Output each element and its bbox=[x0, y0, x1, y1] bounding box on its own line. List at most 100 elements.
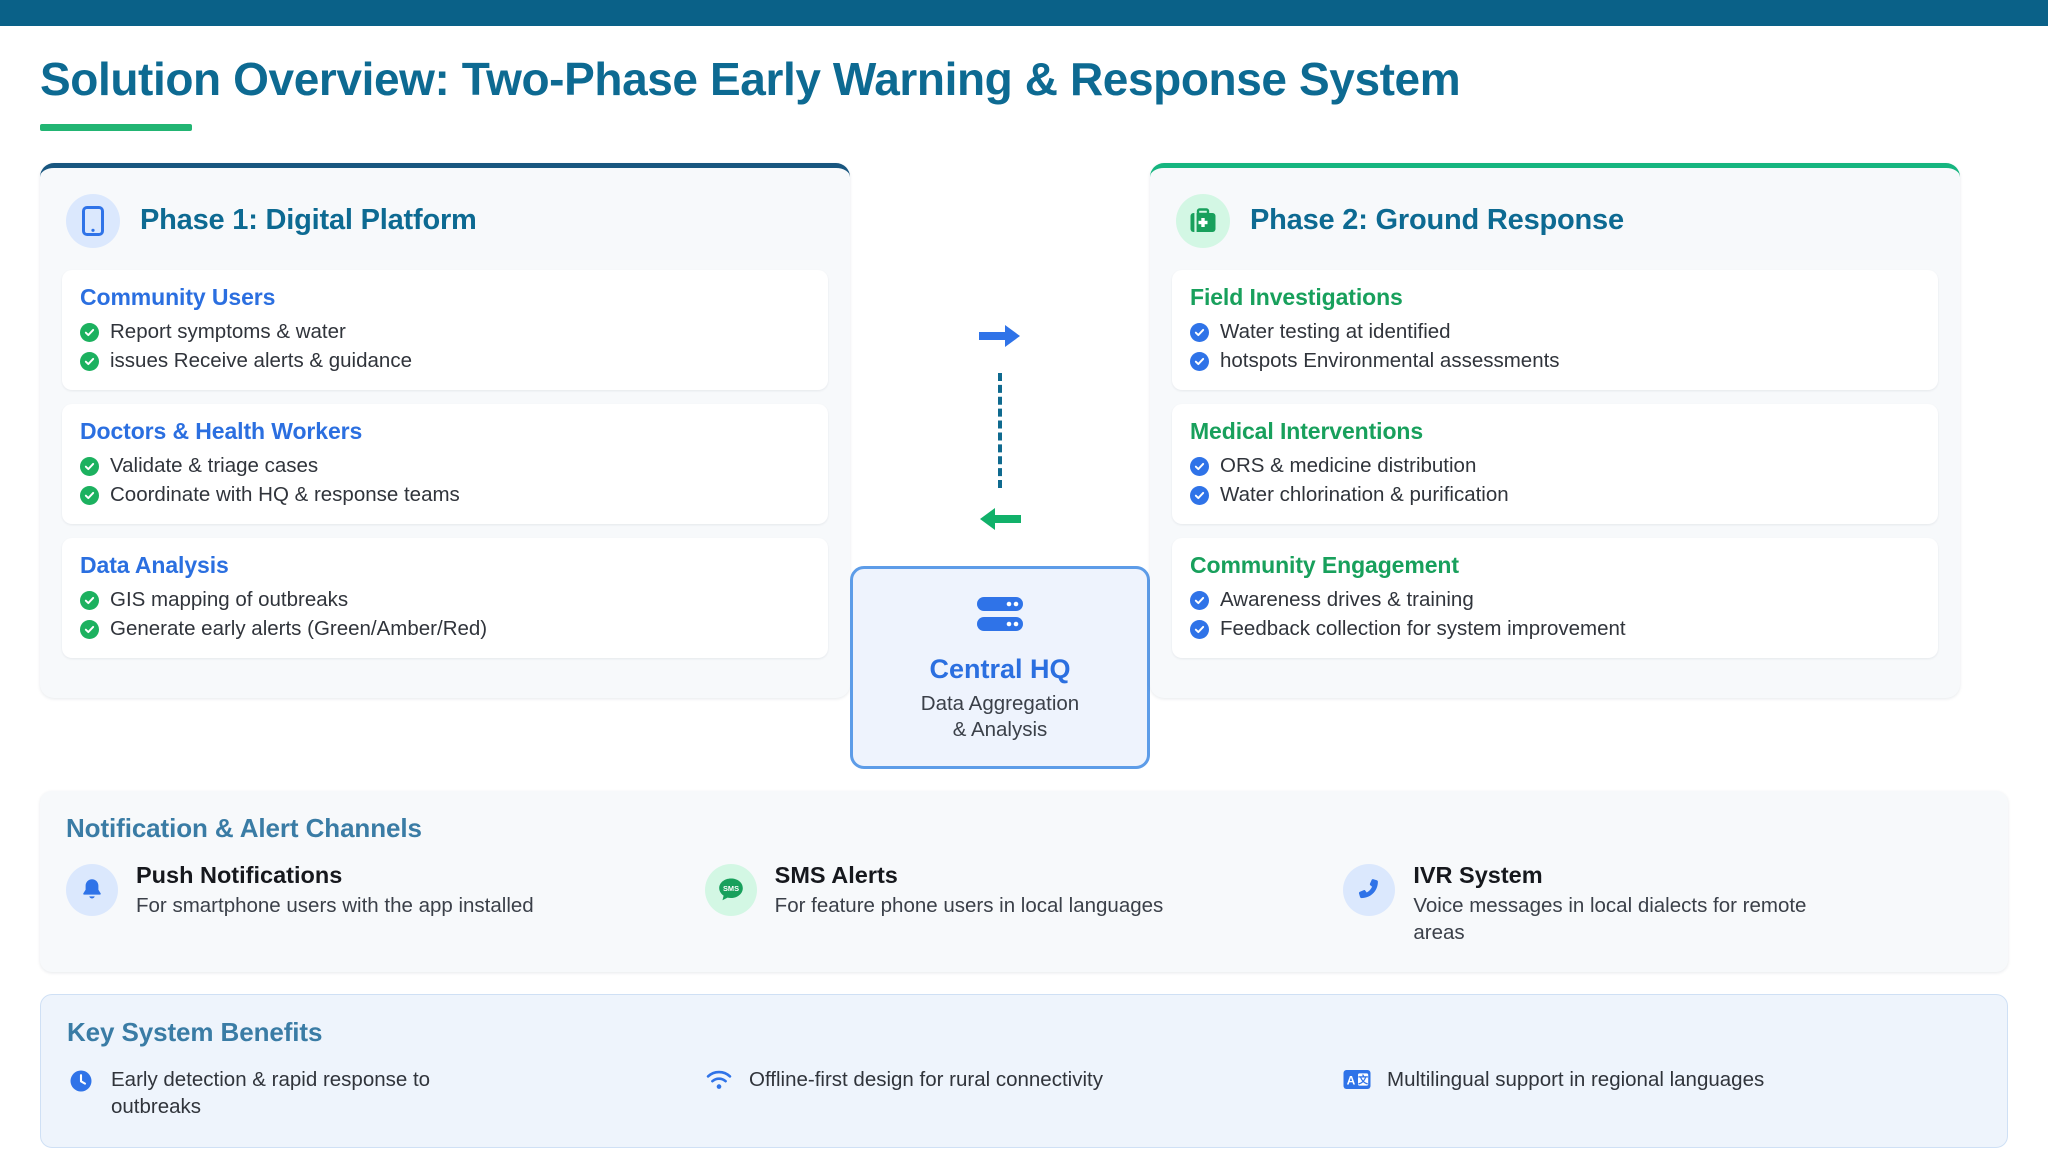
wifi-icon bbox=[705, 1069, 733, 1091]
check-circle-icon bbox=[80, 590, 99, 610]
group-bullet-list: Validate & triage cases Coordinate with … bbox=[80, 452, 810, 509]
list-item: Coordinate with HQ & response teams bbox=[80, 481, 560, 508]
check-circle-icon bbox=[80, 351, 99, 371]
check-circle-icon bbox=[1190, 456, 1209, 476]
group-bullet-list: Report symptoms & water issues Receive a… bbox=[80, 318, 810, 375]
page-title: Solution Overview: Two-Phase Early Warni… bbox=[40, 53, 1461, 105]
check-circle-icon bbox=[1190, 322, 1209, 342]
benefit-multilingual-support: A 文 Multilingual support in regional lan… bbox=[1343, 1066, 1981, 1121]
channel-description: Voice messages in local dialects for rem… bbox=[1413, 893, 1807, 944]
phone-handset-icon bbox=[1343, 863, 1396, 916]
group-bullet-list: Water testing at identified hotspots Env… bbox=[1190, 318, 1920, 375]
list-item: ORS & medicine distribution bbox=[1190, 452, 1670, 479]
key-system-benefits-panel: Key System Benefits Early detection & ra… bbox=[40, 993, 2008, 1148]
benefit-offline-first: Offline-first design for rural connectiv… bbox=[705, 1066, 1343, 1121]
phase-1-title: Phase 1: Digital Platform bbox=[140, 204, 477, 237]
central-hq-subtitle-line-1: Data Aggregation bbox=[920, 691, 1080, 715]
svg-text:A: A bbox=[1347, 1073, 1356, 1087]
channel-text-block: IVR System Voice messages in local diale… bbox=[1413, 862, 1833, 946]
check-circle-icon bbox=[1190, 590, 1209, 610]
center-flow-column: Central HQ Data Aggregation & Analysis bbox=[850, 163, 1150, 769]
mobile-phone-icon bbox=[66, 193, 120, 248]
arrow-right-icon bbox=[979, 323, 1021, 349]
list-item-text: Water chlorination & purification bbox=[1220, 482, 1509, 506]
sms-bubble-icon: SMS bbox=[704, 863, 757, 916]
list-item-text: Generate early alerts (Green/Amber/Red) bbox=[110, 616, 488, 640]
check-circle-icon bbox=[80, 322, 99, 342]
list-item-text: issues Receive alerts & guidance bbox=[110, 348, 412, 372]
notification-channels-panel: Notification & Alert Channels Push Notif… bbox=[40, 790, 2008, 972]
benefit-text: Multilingual support in regional languag… bbox=[1387, 1067, 1765, 1091]
phase-2-title: Phase 2: Ground Response bbox=[1250, 204, 1624, 237]
list-item-text: Feedback collection for system improveme… bbox=[1220, 616, 1626, 640]
page-header: Solution Overview: Two-Phase Early Warni… bbox=[40, 26, 2008, 131]
phase-2-header: Phase 2: Ground Response bbox=[1150, 168, 1960, 270]
channel-name: IVR System bbox=[1413, 861, 1543, 888]
list-item: Validate & triage cases bbox=[80, 452, 560, 479]
list-item-text: Coordinate with HQ & response teams bbox=[110, 482, 460, 506]
clock-icon bbox=[67, 1069, 95, 1093]
list-item: GIS mapping of outbreaks bbox=[80, 586, 560, 613]
page-container: Solution Overview: Two-Phase Early Warni… bbox=[0, 26, 2048, 1148]
list-item: Awareness drives & training bbox=[1190, 586, 1670, 613]
phase1-group-doctors-health-workers: Doctors & Health Workers Validate & tria… bbox=[62, 403, 828, 524]
list-item: Feedback collection for system improveme… bbox=[1190, 615, 1670, 642]
group-title: Community Users bbox=[80, 283, 276, 310]
phase-2-card: Phase 2: Ground Response Field Investiga… bbox=[1150, 162, 1960, 698]
list-item: Generate early alerts (Green/Amber/Red) bbox=[80, 615, 560, 642]
central-hq-subtitle-line-2: & Analysis bbox=[952, 718, 1048, 742]
phase-1-card: Phase 1: Digital Platform Community User… bbox=[40, 162, 850, 698]
channel-name: Push Notifications bbox=[136, 861, 343, 888]
channel-ivr-system: IVR System Voice messages in local diale… bbox=[1343, 862, 1982, 946]
group-title: Medical Interventions bbox=[1190, 417, 1424, 444]
channel-name: SMS Alerts bbox=[774, 861, 898, 888]
group-bullet-list: ORS & medicine distribution Water chlori… bbox=[1190, 452, 1920, 509]
list-item: hotspots Environmental assessments bbox=[1190, 347, 1670, 374]
list-item-text: Water testing at identified bbox=[1220, 319, 1451, 343]
title-underline-rule bbox=[40, 123, 192, 131]
list-item: Water testing at identified bbox=[1190, 318, 1670, 345]
channel-push-notifications: Push Notifications For smartphone users … bbox=[66, 862, 705, 946]
medical-kit-icon bbox=[1176, 193, 1230, 248]
benefit-early-detection: Early detection & rapid response to outb… bbox=[67, 1066, 705, 1121]
check-circle-icon bbox=[1190, 351, 1209, 371]
phase1-group-community-users: Community Users Report symptoms & water … bbox=[62, 269, 828, 390]
list-item-text: Validate & triage cases bbox=[110, 453, 319, 477]
svg-text:SMS: SMS bbox=[723, 884, 739, 893]
top-accent-bar bbox=[0, 0, 2048, 26]
list-item-text: ORS & medicine distribution bbox=[1220, 453, 1477, 477]
benefit-text: Offline-first design for rural connectiv… bbox=[749, 1067, 1103, 1091]
list-item-text: GIS mapping of outbreaks bbox=[110, 587, 349, 611]
list-item: issues Receive alerts & guidance bbox=[80, 347, 560, 374]
svg-text:文: 文 bbox=[1358, 1073, 1369, 1086]
phase2-group-field-investigations: Field Investigations Water testing at id… bbox=[1172, 269, 1938, 390]
channel-text-block: SMS Alerts For feature phone users in lo… bbox=[775, 862, 1164, 919]
notification-channels-row: Push Notifications For smartphone users … bbox=[66, 862, 1982, 946]
list-item-text: hotspots Environmental assessments bbox=[1220, 348, 1560, 372]
group-title: Doctors & Health Workers bbox=[80, 417, 363, 444]
central-hq-card: Central HQ Data Aggregation & Analysis bbox=[850, 565, 1150, 769]
list-item: Report symptoms & water bbox=[80, 318, 560, 345]
benefits-row: Early detection & rapid response to outb… bbox=[67, 1066, 1981, 1121]
group-title: Community Engagement bbox=[1190, 551, 1459, 578]
phase-1-header: Phase 1: Digital Platform bbox=[40, 168, 850, 270]
check-circle-icon bbox=[80, 456, 99, 476]
group-title: Field Investigations bbox=[1190, 283, 1403, 310]
list-item-text: Awareness drives & training bbox=[1220, 587, 1474, 611]
phase2-group-community-engagement: Community Engagement Awareness drives & … bbox=[1172, 537, 1938, 658]
channel-sms-alerts: SMS SMS Alerts For feature phone users i… bbox=[704, 862, 1344, 946]
group-bullet-list: GIS mapping of outbreaks Generate early … bbox=[80, 586, 810, 643]
check-circle-icon bbox=[80, 619, 99, 639]
phase2-group-medical-interventions: Medical Interventions ORS & medicine dis… bbox=[1172, 403, 1938, 524]
bell-icon bbox=[66, 863, 118, 916]
notification-channels-title: Notification & Alert Channels bbox=[66, 812, 422, 843]
flow-connector-dashed-line bbox=[998, 372, 1002, 488]
phase1-group-data-analysis: Data Analysis GIS mapping of outbreaks G… bbox=[62, 537, 828, 658]
check-circle-icon bbox=[1190, 619, 1209, 639]
group-title: Data Analysis bbox=[80, 551, 229, 578]
group-bullet-list: Awareness drives & training Feedback col… bbox=[1190, 586, 1920, 643]
channel-text-block: Push Notifications For smartphone users … bbox=[136, 862, 534, 919]
arrow-left-icon bbox=[979, 506, 1021, 532]
translate-icon: A 文 bbox=[1343, 1069, 1371, 1091]
channel-description: For feature phone users in local languag… bbox=[774, 893, 1164, 917]
